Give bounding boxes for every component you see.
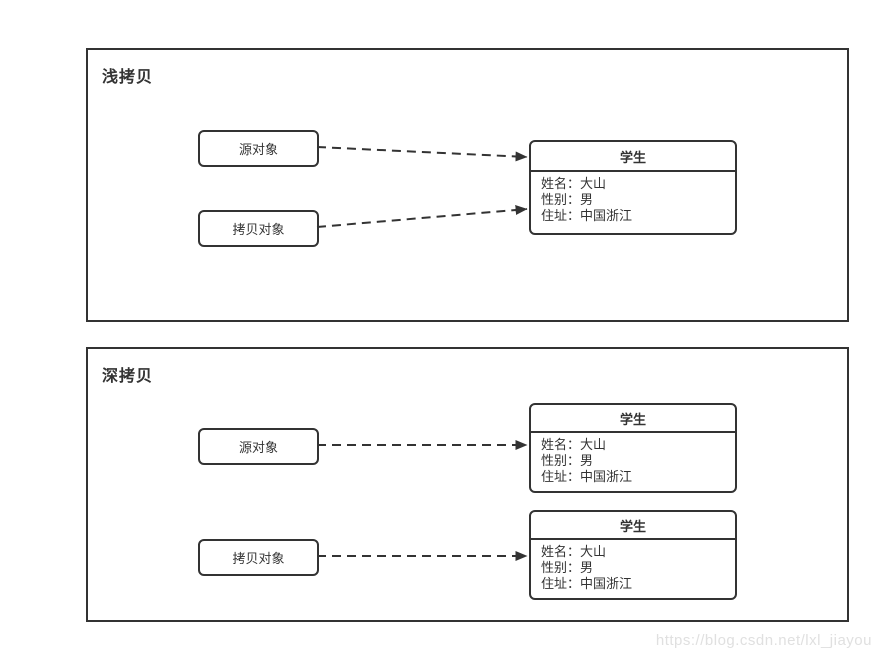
arrow-shallow-source-to-student — [316, 146, 528, 162]
deep-student-copy-address: 住址：中国浙江 — [541, 576, 633, 591]
shallow-student-gender: 性别：男 — [541, 192, 594, 207]
deep-student-copy-name: 姓名：大山 — [541, 544, 607, 559]
deep-student-copy-box: 学生 姓名：大山 性别：男 住址：中国浙江 — [529, 510, 737, 600]
shallow-copy-title: 浅拷贝 — [102, 69, 154, 86]
shallow-copy-panel: 浅拷贝 源对象 拷贝对象 学生 姓名：大山 性别：男 住址：中国浙江 — [86, 48, 849, 322]
csdn-watermark: https://blog.csdn.net/lxl_jiayou — [655, 632, 872, 649]
deep-student-copy-gender: 性别：男 — [541, 560, 594, 575]
shallow-student-title: 学生 — [531, 142, 735, 172]
deep-student-source-box: 学生 姓名：大山 性别：男 住址：中国浙江 — [529, 403, 737, 493]
shallow-copy-object-label: 拷贝对象 — [232, 222, 285, 237]
deep-student-source-address: 住址：中国浙江 — [541, 469, 633, 484]
deep-source-object-box: 源对象 — [198, 428, 319, 465]
deep-student-source-name: 姓名：大山 — [541, 437, 607, 452]
deep-copy-title: 深拷贝 — [102, 368, 154, 385]
deep-student-source-gender: 性别：男 — [541, 453, 594, 468]
deep-source-object-label: 源对象 — [238, 440, 278, 455]
deep-student-copy-title: 学生 — [531, 512, 735, 540]
deep-student-source-fields: 姓名：大山 性别：男 住址：中国浙江 — [531, 433, 735, 491]
shallow-copy-object-box: 拷贝对象 — [198, 210, 319, 247]
shallow-student-name: 姓名：大山 — [541, 176, 607, 191]
shallow-source-object-box: 源对象 — [198, 130, 319, 167]
shallow-source-object-label: 源对象 — [238, 142, 278, 157]
shallow-student-fields: 姓名：大山 性别：男 住址：中国浙江 — [531, 172, 735, 230]
deep-copy-object-label: 拷贝对象 — [232, 551, 285, 566]
deep-student-copy-fields: 姓名：大山 性别：男 住址：中国浙江 — [531, 540, 735, 598]
arrow-shallow-copy-to-student — [316, 205, 528, 228]
deep-student-source-title: 学生 — [531, 405, 735, 433]
deep-copy-object-box: 拷贝对象 — [198, 539, 319, 576]
deep-copy-panel: 深拷贝 源对象 拷贝对象 学生 姓名：大山 性别：男 住址：中国浙江 学生 姓名… — [86, 347, 849, 622]
shallow-student-box: 学生 姓名：大山 性别：男 住址：中国浙江 — [529, 140, 737, 235]
shallow-student-address: 住址：中国浙江 — [541, 208, 633, 223]
